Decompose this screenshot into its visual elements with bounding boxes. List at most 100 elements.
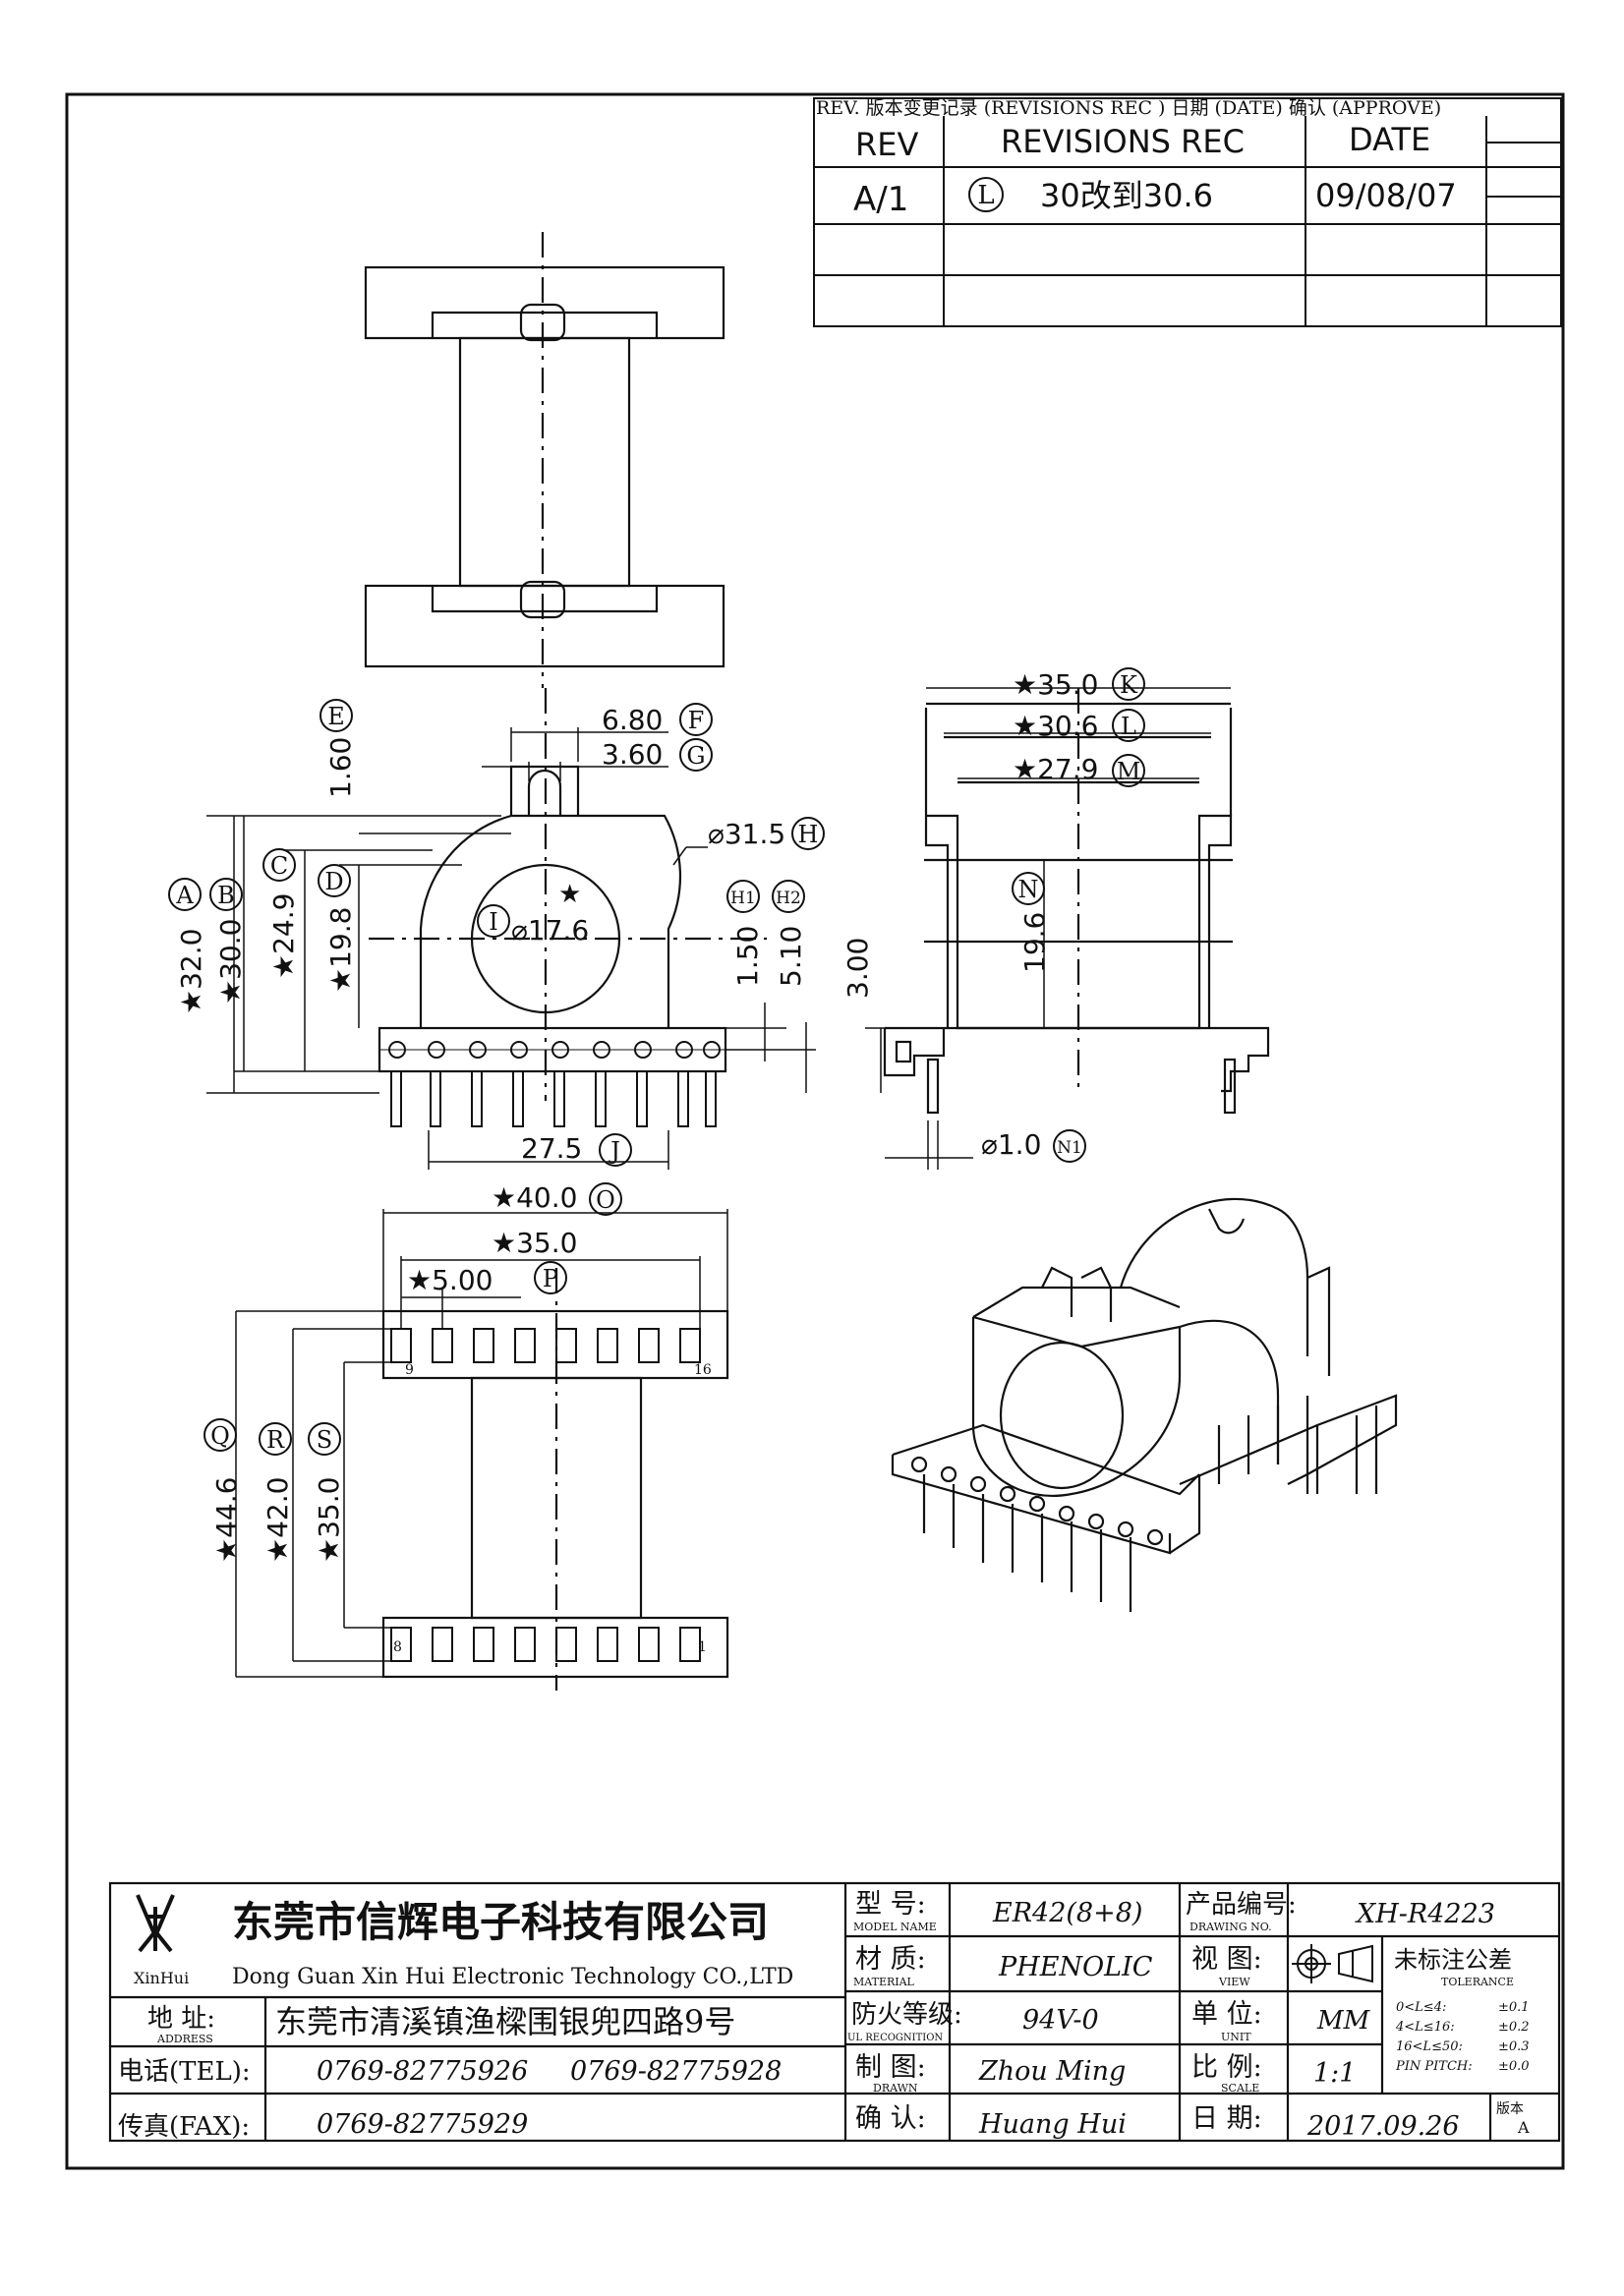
side-view <box>883 688 1270 1115</box>
dim-s-balloon: S <box>308 1422 341 1456</box>
tolerance-label-en: TOLERANCE <box>1441 1976 1514 1988</box>
revision-col-rec: REVISIONS REC <box>1001 123 1245 160</box>
dim-e-label: E <box>327 703 345 730</box>
bottom-view-pins <box>390 1328 701 1662</box>
top-view <box>364 232 725 688</box>
dim-i-balloon: I <box>477 904 510 938</box>
fax-value: 0769-82775929 <box>317 2109 528 2140</box>
dim-r-value: ★42.0 <box>261 1477 294 1563</box>
drawn-label-en: DRAWN <box>873 2082 918 2095</box>
dim-m-value: ★27.9 <box>1013 753 1098 785</box>
dim-a-balloon: A <box>168 878 202 911</box>
dim-bottom-width-value: ★35.0 <box>492 1227 577 1259</box>
dim-g-balloon: G <box>679 738 713 772</box>
dim-d-label: D <box>324 868 343 895</box>
dim-f-value: 6.80 <box>602 704 663 736</box>
dim-i-value: ⌀17.6 <box>511 914 589 947</box>
dim-side-height-value: 3.00 <box>841 938 874 999</box>
dim-q-value: ★44.6 <box>210 1477 243 1563</box>
dim-h2-value: 5.10 <box>775 926 807 987</box>
dim-n1-balloon: N1 <box>1053 1129 1086 1163</box>
dim-k-value: ★35.0 <box>1013 668 1098 701</box>
tolerance-range: 4<L≤16: <box>1395 2020 1455 2035</box>
dim-l-balloon: L <box>1112 709 1145 742</box>
dim-m-label: M <box>1117 758 1141 785</box>
check-label: 确 认: <box>855 2103 926 2134</box>
view-label-en: VIEW <box>1218 1976 1250 1988</box>
tolerance-value: ±0.0 <box>1498 2059 1530 2074</box>
dim-o-value: ★40.0 <box>492 1181 577 1214</box>
scale-label-en: SCALE <box>1221 2082 1259 2095</box>
logo-text: XinHui <box>134 1969 189 1987</box>
dim-s-label: S <box>317 1426 332 1454</box>
dim-l-value: ★30.6 <box>1013 710 1098 742</box>
dim-p-value: ★5.00 <box>407 1264 493 1296</box>
pin-label-1: 1 <box>698 1639 707 1655</box>
ul-value: 94V-0 <box>1022 2005 1099 2036</box>
drawing-no-label-en: DRAWING NO. <box>1189 1921 1272 1933</box>
tel-1: 0769-82775926 <box>317 2056 528 2087</box>
tel-2: 0769-82775928 <box>570 2056 782 2087</box>
dim-d-value: ★19.8 <box>324 907 357 993</box>
revision-row-rev: A/1 <box>853 180 908 219</box>
xinhui-logo <box>136 1894 175 1953</box>
tolerance-range: 0<L≤4: <box>1396 2000 1446 2015</box>
dim-k-label: K <box>1120 671 1138 699</box>
tolerance-value: ±0.1 <box>1498 2000 1530 2015</box>
dim-r-label: R <box>266 1426 285 1454</box>
tolerance-label: 未标注公差 <box>1394 1946 1512 1974</box>
tolerance-table: 0<L≤4: ±0.1 4<L≤16: ±0.2 16<L≤50: ±0.3 P… <box>1395 2000 1530 2074</box>
dim-j-label: J <box>608 1137 620 1165</box>
dim-c-balloon: C <box>262 848 296 882</box>
model-value: ER42(8+8) <box>992 1898 1142 1928</box>
dim-c-label: C <box>270 852 288 880</box>
dim-j-value: 27.5 <box>521 1132 582 1165</box>
dim-e-value: 1.60 <box>324 737 357 798</box>
dim-f-label: F <box>688 707 705 734</box>
dim-g-label: G <box>686 742 705 770</box>
drawn-label: 制 图: <box>855 2052 926 2083</box>
unit-label-en: UNIT <box>1221 2031 1251 2043</box>
dim-h-label: H <box>798 821 819 848</box>
tolerance-value: ±0.2 <box>1498 2020 1530 2035</box>
dim-h2-label: H2 <box>776 889 801 908</box>
drawn-value: Zhou Ming <box>978 2056 1126 2087</box>
revision-table <box>813 97 1562 327</box>
star-marker: ★ <box>558 880 581 909</box>
material-label: 材 质: <box>855 1944 926 1975</box>
pin-label-16: 16 <box>694 1362 712 1378</box>
material-label-en: MATERIAL <box>853 1976 915 1988</box>
dim-p-label: P <box>543 1265 558 1292</box>
version-label: 版本 <box>1496 2101 1524 2117</box>
fax-label: 传真(FAX): <box>118 2112 250 2142</box>
dim-f-balloon: F <box>679 703 713 736</box>
dim-p-balloon: P <box>534 1261 567 1294</box>
unit-label: 单 位: <box>1191 1999 1262 2030</box>
isometric-view <box>891 1197 1398 1612</box>
revision-header-full: REV. 版本变更记录 (REVISIONS REC ) 日期 (DATE) 确… <box>816 97 1441 119</box>
dim-b-balloon: B <box>209 878 243 911</box>
dim-n-value: 19.6 <box>1018 912 1051 973</box>
unit-value: MM <box>1316 2006 1371 2036</box>
check-value: Huang Hui <box>978 2109 1127 2140</box>
dim-n-label: N <box>1018 876 1039 903</box>
dim-b-label: B <box>217 882 235 909</box>
dim-n-balloon: N <box>1012 872 1045 905</box>
dim-h1-balloon: H1 <box>726 880 760 913</box>
revision-row-date: 09/08/07 <box>1315 177 1457 214</box>
dim-q-balloon: Q <box>203 1418 237 1452</box>
side-view-dimension-lines <box>865 687 1231 1170</box>
drawing-no-label: 产品编号: <box>1186 1890 1297 1920</box>
dim-q-label: Q <box>210 1422 230 1450</box>
dim-n1-value: ⌀1.0 <box>981 1128 1041 1161</box>
dim-i-label: I <box>489 908 497 936</box>
ul-label-en: UL RECOGNITION <box>847 2033 943 2043</box>
dim-h1-value: 1.50 <box>731 926 764 987</box>
revision-col-date: DATE <box>1349 121 1430 158</box>
dim-c-value: ★24.9 <box>267 893 300 979</box>
projection-symbol-icon <box>1292 1944 1373 1983</box>
dim-s-value: ★35.0 <box>313 1477 345 1563</box>
pin-label-8: 8 <box>393 1639 402 1655</box>
address-value: 东莞市清溪镇渔樑围银兜四路9号 <box>275 2003 735 2040</box>
